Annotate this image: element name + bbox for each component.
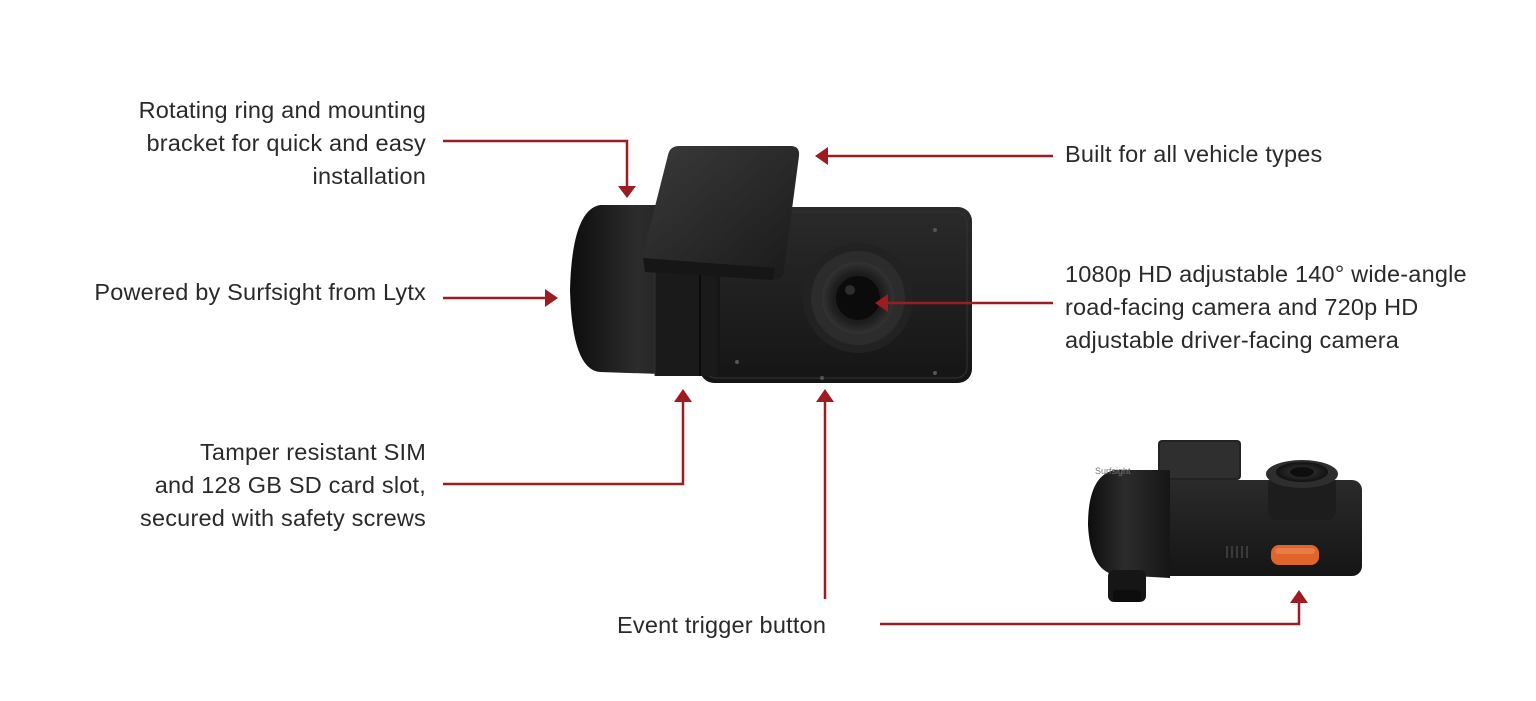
callout-powered-by: Powered by Surfsight from Lytx (20, 276, 426, 309)
screw-icon (820, 376, 824, 380)
callout-line: installation (312, 163, 426, 189)
callout-built-for: Built for all vehicle types (1065, 138, 1323, 171)
callout-arrows (443, 139, 1301, 626)
arrowhead-icon (816, 389, 834, 402)
speaker-grille (1226, 546, 1248, 558)
callout-line: Tamper resistant SIM (199, 439, 426, 465)
arrowheads (545, 147, 1308, 603)
callout-camera-spec: 1080p HD adjustable 140° wide-angle road… (1065, 258, 1467, 357)
screw-icon (735, 360, 739, 364)
arrow-rotating-ring (443, 139, 629, 186)
callout-line: Rotating ring and mounting (138, 97, 426, 123)
callout-line: bracket for quick and easy (146, 130, 426, 156)
callout-line: secured with safety screws (140, 505, 426, 531)
screw-icon (933, 228, 937, 232)
arrowhead-icon (545, 289, 558, 307)
arrowhead-icon (815, 147, 828, 165)
arrowhead-icon (674, 389, 692, 402)
callout-line: road-facing camera and 720p HD (1065, 294, 1419, 320)
secondary-dashcam: Surfsight (1088, 440, 1362, 602)
arrowhead-icon (1290, 590, 1308, 603)
arrow-tamper (443, 401, 685, 486)
callout-line: Built for all vehicle types (1065, 141, 1323, 167)
callout-line: Powered by Surfsight from Lytx (94, 279, 426, 305)
arrowhead-icon (618, 186, 636, 198)
callout-event-trigger: Event trigger button (617, 609, 826, 642)
callout-line: Event trigger button (617, 612, 827, 638)
main-dashcam (570, 146, 972, 383)
brand-mark: Surfsight (1095, 466, 1131, 476)
callout-line: and 128 GB SD card slot, (154, 472, 426, 498)
callout-line: 1080p HD adjustable 140° wide-angle (1065, 261, 1467, 287)
mounting-plate (640, 146, 800, 280)
arrowhead-icon (875, 294, 888, 312)
callout-rotating-ring: Rotating ring and mounting bracket for q… (60, 94, 426, 193)
screw-icon (933, 371, 937, 375)
arrow-event-side (880, 602, 1301, 626)
callout-tamper-resistant: Tamper resistant SIM and 128 GB SD card … (60, 436, 426, 535)
callout-line: adjustable driver-facing camera (1065, 327, 1400, 353)
